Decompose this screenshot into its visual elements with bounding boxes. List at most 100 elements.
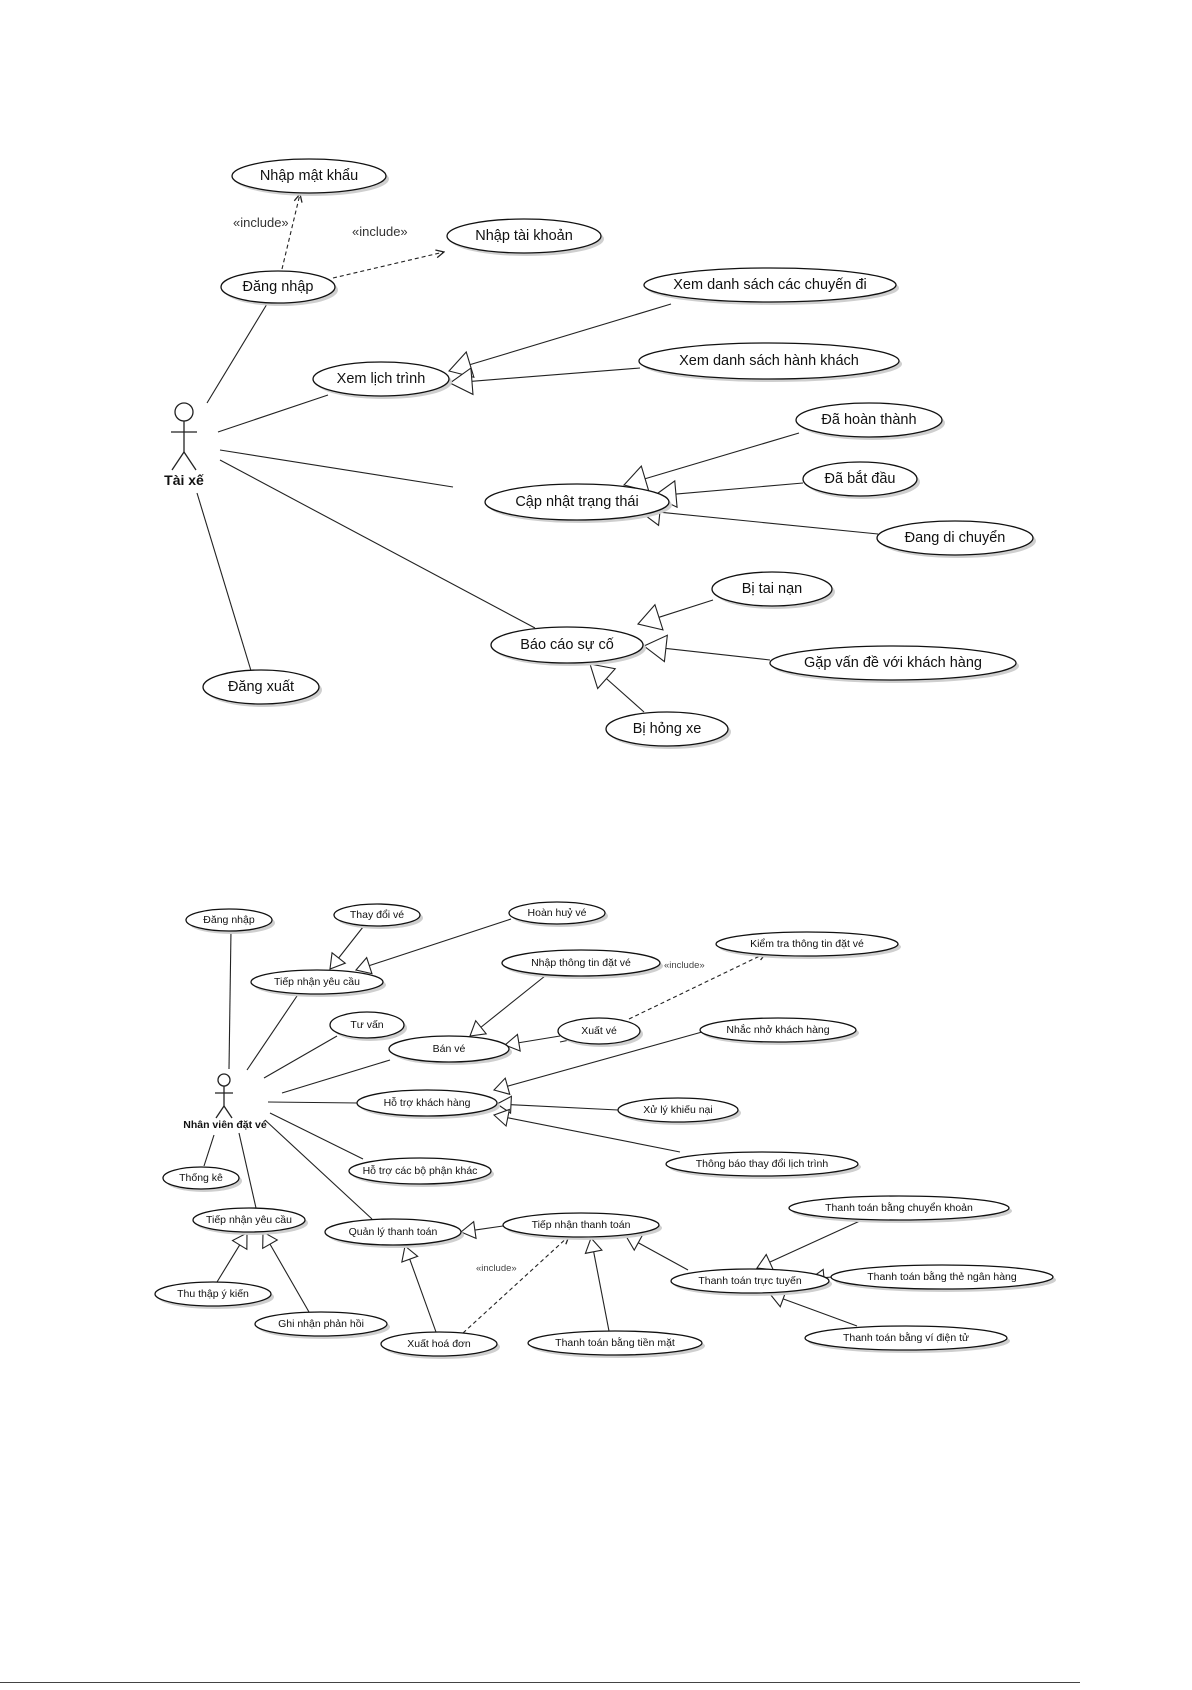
uc2-xu-ly-khieu-nai[interactable]: Xử lý khiếu nại [617, 1097, 741, 1125]
uc1-da-hoan-thanh[interactable]: Đã hoàn thành [795, 402, 945, 440]
uc1-cap-nhat-trang-thai[interactable]: Cập nhật trạng thái [484, 483, 672, 523]
gen-thaydoi-tiepnhan [329, 926, 364, 970]
actor-label: Tài xế [164, 472, 204, 488]
assoc-taixe-baocao [219, 459, 536, 629]
use-case-label: Tiếp nhận yêu cầu [274, 976, 360, 988]
include-label-2: «include» [352, 224, 408, 239]
include-label-1: «include» [233, 215, 289, 230]
uc2-tiep-nhan-thanh-toan[interactable]: Tiếp nhận thanh toán [502, 1212, 662, 1240]
use-case-label: Đã hoàn thành [821, 412, 916, 428]
uc1-bi-hong-xe[interactable]: Bị hỏng xe [605, 711, 731, 749]
actor-head-icon [174, 402, 194, 422]
gen-chuyenkhoan-tructuyen [756, 1219, 863, 1271]
uc2-thong-ke[interactable]: Thống kê [162, 1166, 242, 1192]
uc1-xem-ds-chuyen-di[interactable]: Xem danh sách các chuyến đi [643, 267, 899, 305]
uc2-thu-thap-y-kien[interactable]: Thu thập ý kiến [154, 1281, 274, 1309]
uc2-tu-van[interactable]: Tư vấn [329, 1011, 407, 1041]
use-case-label: Gặp vấn đề với khách hàng [804, 655, 982, 671]
uc1-xem-ds-hanh-khach[interactable]: Xem danh sách hành khách [638, 342, 902, 382]
use-case-label: Tiếp nhận yêu cầu [206, 1214, 292, 1226]
use-case-label: Nhắc nhở khách hàng [726, 1023, 829, 1036]
uc2-ghi-nhan-phan-hoi[interactable]: Ghi nhận phản hồi [254, 1311, 390, 1339]
uc2-thay-doi-ve[interactable]: Thay đổi vé [333, 903, 423, 929]
uc2-hoan-huy-ve[interactable]: Hoàn huỷ vé [508, 901, 608, 927]
actor-nhan-vien-dat-ve[interactable]: Nhân viên đặt vé [183, 1073, 267, 1131]
assoc-nv-banve [281, 1059, 391, 1094]
use-case-label: Nhập thông tin đặt vé [531, 957, 631, 969]
assoc-taixe-dangxuat [196, 492, 253, 675]
diagram2-stereotypes: «include» «include» [476, 960, 705, 1274]
uc1-bi-tai-nan[interactable]: Bị tai nạn [711, 571, 835, 609]
use-case-label: Bị tai nạn [742, 581, 802, 597]
assoc-nv-thongke [203, 1134, 215, 1167]
uc2-tt-tien-mat[interactable]: Thanh toán bằng tiền mặt [527, 1330, 705, 1358]
uc1-gap-van-de[interactable]: Gặp vấn đề với khách hàng [769, 645, 1019, 683]
uc2-ban-ve[interactable]: Bán vé [388, 1035, 512, 1065]
uc2-nhac-nho[interactable]: Nhắc nhở khách hàng [699, 1017, 859, 1045]
use-case-label: Xuất hoá đơn [407, 1338, 471, 1350]
assoc-nv-dangnhap [228, 929, 232, 1070]
uc1-da-bat-dau[interactable]: Đã bắt đầu [802, 461, 920, 499]
gen-tainan-baocao [636, 599, 714, 631]
assoc-nv-hotrobophan [269, 1112, 364, 1160]
uc1-dang-di-chuyen[interactable]: Đang di chuyển [876, 520, 1036, 558]
uc2-dang-nhap[interactable]: Đăng nhập [185, 908, 275, 934]
uc1-xem-lich-trinh[interactable]: Xem lịch trình [312, 361, 452, 399]
uc2-tiep-nhan-yeu-cau-1[interactable]: Tiếp nhận yêu cầu [250, 969, 386, 997]
use-case-label: Đang di chuyển [905, 530, 1006, 546]
gen-xuathoadon-quanly [401, 1244, 437, 1333]
uc2-kiem-tra-thong-tin[interactable]: Kiểm tra thông tin đặt vé [715, 931, 901, 959]
uc2-ho-tro-bo-phan[interactable]: Hỗ trợ các bộ phận khác [348, 1157, 494, 1187]
assoc-nv-tuvan [263, 1035, 338, 1079]
use-case-label: Bị hỏng xe [633, 721, 702, 737]
uc2-tt-chuyen-khoan[interactable]: Thanh toán bằng chuyển khoản [788, 1195, 1012, 1223]
actor-tai-xe[interactable]: Tài xế [164, 402, 204, 488]
actor-head-icon [217, 1073, 231, 1087]
include-matkhau [281, 194, 300, 270]
diagram2-use-cases: Đăng nhập Thay đổi vé Hoàn huỷ vé Tiếp nhận… [154, 901, 1056, 1359]
use-case-label: Thanh toán bằng thẻ ngân hàng [867, 1270, 1017, 1283]
gen-hanhkhach-lichtrinh [448, 367, 641, 396]
uc2-tiep-nhan-yeu-cau-2[interactable]: Tiếp nhận yêu cầu [192, 1207, 308, 1235]
uc2-tt-truc-tuyen[interactable]: Thanh toán trực tuyến [670, 1268, 832, 1296]
uc2-xuat-hoa-don[interactable]: Xuất hoá đơn [380, 1331, 500, 1359]
assoc-nv-tiepnhan [246, 992, 300, 1071]
uc1-dang-xuat[interactable]: Đăng xuất [202, 669, 322, 707]
use-case-label: Thống kê [179, 1172, 223, 1184]
uc1-nhap-tai-khoan[interactable]: Nhập tài khoản [446, 218, 604, 256]
use-case-label: Cập nhật trạng thái [515, 494, 638, 510]
uc2-xuat-ve[interactable]: Xuất vé [557, 1017, 643, 1047]
uc2-quan-ly-thanh-toan[interactable]: Quản lý thanh toán [324, 1218, 464, 1248]
include-taikhoan [332, 252, 444, 279]
gen-tructuyen-tiepnhantt [625, 1234, 689, 1271]
gen-khieunai-hotro [495, 1095, 619, 1115]
include-xuathoadon [462, 1236, 569, 1334]
uc2-tt-vi-dien-tu[interactable]: Thanh toán bằng ví điện tử [804, 1325, 1010, 1353]
uc2-thong-bao[interactable]: Thông báo thay đổi lịch trình [665, 1151, 861, 1179]
use-case-label: Đã bắt đầu [825, 470, 896, 487]
uc1-dang-nhap[interactable]: Đăng nhập [220, 270, 338, 306]
use-case-label: Xem lịch trình [337, 371, 426, 387]
uc2-tt-the-ngan-hang[interactable]: Thanh toán bằng thẻ ngân hàng [830, 1264, 1056, 1292]
uc2-ho-tro-kh[interactable]: Hỗ trợ khách hàng [356, 1089, 500, 1119]
use-case-label: Nhập mật khẩu [260, 168, 358, 184]
uc1-nhap-mat-khau[interactable]: Nhập mật khẩu [231, 158, 389, 196]
include-label-4: «include» [476, 1263, 517, 1274]
use-case-label: Thu thập ý kiến [177, 1288, 249, 1300]
use-case-label: Thanh toán trực tuyến [698, 1275, 801, 1287]
actor-label: Nhân viên đặt vé [183, 1119, 267, 1131]
use-case-label: Thay đổi vé [350, 909, 404, 921]
gen-nhacnho-hotro [492, 1031, 703, 1096]
use-case-label: Thanh toán bằng tiền mặt [555, 1336, 675, 1349]
include-kiemtra [628, 953, 766, 1020]
gen-hoanthanh-capnhat [622, 432, 800, 493]
uc1-bao-cao-su-co[interactable]: Báo cáo sự cố [490, 626, 646, 666]
gen-thongbao-hotro [492, 1108, 681, 1153]
use-case-label: Xem danh sách các chuyến đi [673, 277, 866, 293]
assoc-taixe-capnhat [219, 449, 454, 488]
use-case-label: Xuất vé [581, 1025, 617, 1037]
uc2-nhap-thong-tin[interactable]: Nhập thông tin đặt vé [501, 949, 663, 979]
diagram2-relations [203, 929, 766, 1334]
